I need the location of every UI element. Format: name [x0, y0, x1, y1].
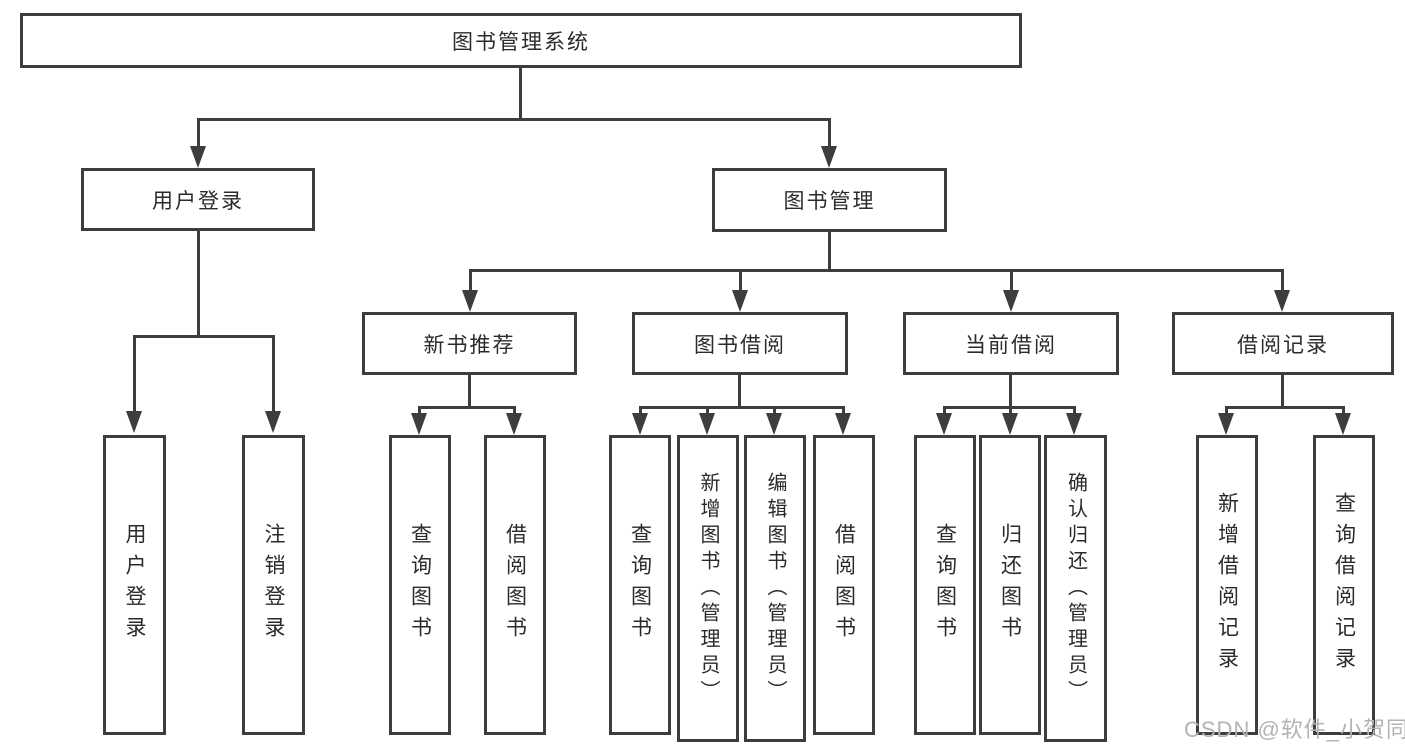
arrowhead-down-icon: [732, 290, 748, 312]
leaf-br-query-record: 查询借阅记录: [1313, 435, 1375, 735]
arrowhead-down-icon: [1335, 413, 1351, 435]
node-book-borrow: 图书借阅: [632, 312, 848, 375]
arrowhead-down-icon: [1274, 290, 1290, 312]
node-new-book-recommend: 新书推荐: [362, 312, 577, 375]
connector-bar: [418, 406, 516, 409]
connector-line: [706, 406, 709, 413]
connector-line: [1225, 406, 1228, 413]
connector-line: [418, 406, 421, 413]
leaf-cb-confirm-return-admin: 确认归还（管理员）: [1044, 435, 1107, 742]
connector-line: [639, 406, 642, 413]
leaf-cb-query-books: 查询图书: [914, 435, 976, 735]
arrowhead-down-icon: [462, 290, 478, 312]
connector-bar: [133, 335, 274, 338]
leaf-rec-borrow-books: 借阅图书: [484, 435, 546, 735]
arrowhead-down-icon: [821, 146, 837, 168]
leaf-bb-edit-books-admin: 编辑图书（管理员）: [744, 435, 806, 742]
leaf-br-add-record: 新增借阅记录: [1196, 435, 1258, 735]
connector-line: [739, 269, 742, 291]
connector-bar: [1225, 406, 1344, 409]
connector-line: [943, 406, 946, 413]
arrowhead-down-icon: [506, 413, 522, 435]
connector-line: [1073, 406, 1076, 413]
connector-line: [272, 335, 275, 411]
connector-line: [1010, 269, 1013, 291]
csdn-watermark: CSDN @软件_小贺同学: [1184, 717, 1405, 742]
connector-line: [842, 406, 845, 413]
arrowhead-down-icon: [699, 413, 715, 435]
arrowhead-down-icon: [265, 411, 281, 433]
connector-line: [738, 375, 741, 409]
connector-bar: [639, 406, 845, 409]
leaf-logout: 注销登录: [242, 435, 305, 735]
connector-line: [468, 375, 471, 409]
leaf-bb-query-books: 查询图书: [609, 435, 671, 735]
arrowhead-down-icon: [411, 413, 427, 435]
connector-line: [1009, 375, 1012, 409]
connector-line: [133, 335, 136, 411]
arrowhead-down-icon: [1066, 413, 1082, 435]
leaf-bb-borrow-books: 借阅图书: [813, 435, 875, 735]
connector-line: [1342, 406, 1345, 413]
node-user-login: 用户登录: [81, 168, 315, 231]
connector-line: [828, 118, 831, 146]
connector-line: [773, 406, 776, 413]
arrowhead-down-icon: [1218, 413, 1234, 435]
arrowhead-down-icon: [126, 411, 142, 433]
node-root-library-system: 图书管理系统: [20, 13, 1022, 68]
connector-root-bar: [197, 118, 831, 121]
leaf-bb-add-books-admin: 新增图书（管理员）: [677, 435, 739, 742]
connector-line: [197, 231, 200, 337]
connector-root-stub: [519, 68, 522, 118]
connector-line: [469, 269, 472, 291]
arrowhead-down-icon: [1002, 413, 1018, 435]
connector-line: [828, 232, 831, 272]
connector-line: [1009, 406, 1012, 413]
arrowhead-down-icon: [835, 413, 851, 435]
leaf-cb-return-books: 归还图书: [979, 435, 1041, 735]
connector-line: [513, 406, 516, 413]
leaf-rec-query-books: 查询图书: [389, 435, 451, 735]
arrowhead-down-icon: [190, 146, 206, 168]
leaf-user-login: 用户登录: [103, 435, 166, 735]
arrowhead-down-icon: [936, 413, 952, 435]
arrowhead-down-icon: [632, 413, 648, 435]
connector-bar: [469, 269, 1283, 272]
arrowhead-down-icon: [1003, 290, 1019, 312]
node-borrow-records: 借阅记录: [1172, 312, 1394, 375]
arrowhead-down-icon: [766, 413, 782, 435]
connector-line: [1281, 375, 1284, 409]
connector-line: [1281, 269, 1284, 291]
node-book-management: 图书管理: [712, 168, 947, 232]
node-current-borrow: 当前借阅: [903, 312, 1119, 375]
connector-line: [197, 118, 200, 146]
